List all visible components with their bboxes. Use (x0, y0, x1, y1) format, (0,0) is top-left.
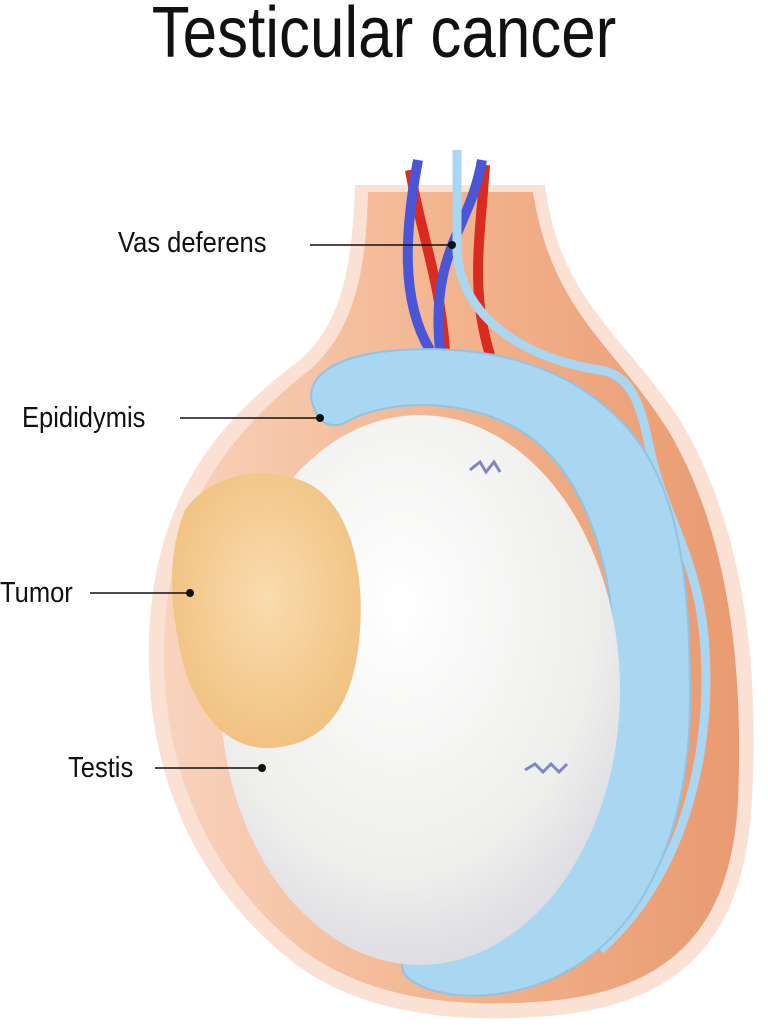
epididymis-shape (310, 348, 692, 997)
label-epididymis: Epididymis (22, 402, 146, 434)
tumor-shape (171, 473, 361, 749)
testis-pointer-dot (258, 764, 266, 772)
vein-left (402, 159, 435, 353)
label-testis: Testis (68, 752, 134, 784)
artery-right (473, 164, 495, 357)
testis-vessel-squiggle (469, 459, 569, 775)
label-tumor: Tumor (0, 577, 73, 609)
leader-lines (90, 244, 452, 769)
epididymis-pointer-dot (316, 414, 324, 422)
tumor-pointer-dot (186, 589, 194, 597)
label-vas-deferens: Vas deferens (118, 227, 267, 259)
diagram-title: Testicular cancer (151, 0, 617, 73)
vas-deferens-pointer-dot (448, 241, 456, 249)
